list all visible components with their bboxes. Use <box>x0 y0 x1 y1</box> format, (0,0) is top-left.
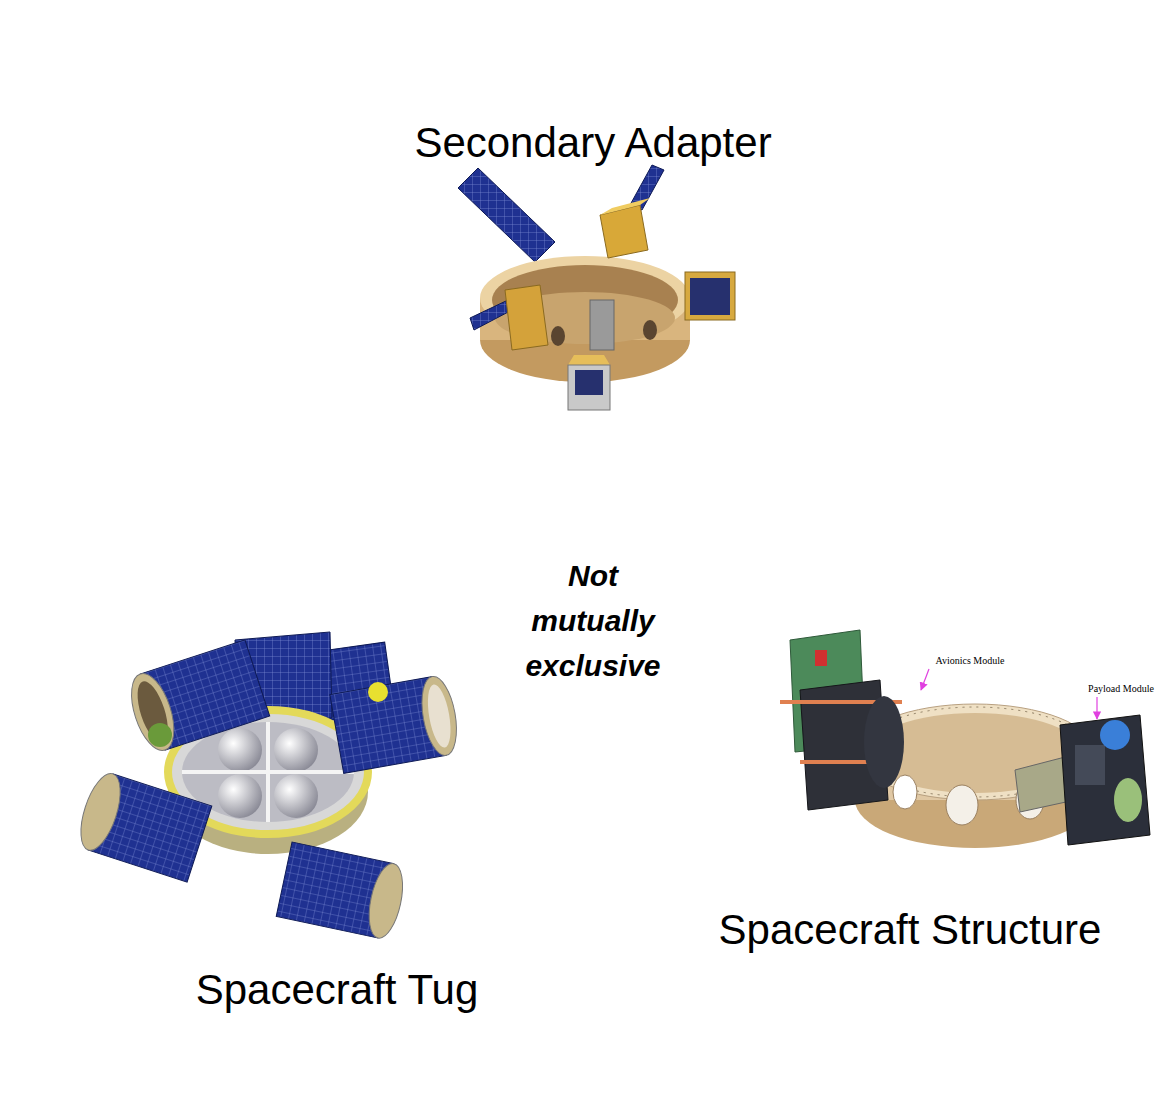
module-cap <box>73 769 128 855</box>
tank-sphere <box>274 728 318 772</box>
propulsion-module <box>123 640 269 756</box>
cubesat <box>568 365 610 410</box>
secondary-adapter-figure <box>458 165 735 410</box>
propulsion-module <box>73 769 212 882</box>
label-holder: Avionics Module <box>925 655 1015 667</box>
label-holder: Not mutually exclusive <box>508 553 678 688</box>
circle-outline <box>520 428 1163 1098</box>
tank-sphere <box>218 774 262 818</box>
venn-circle: Spacecraft Tug <box>13 426 687 1099</box>
avionics-ring <box>864 696 904 788</box>
label-holder: Payload Module <box>1081 683 1161 695</box>
circle-title: Spacecraft Tug <box>196 966 479 1014</box>
leader-line <box>921 669 929 690</box>
solar-panel <box>458 168 555 262</box>
tank-sphere <box>274 774 318 818</box>
spacecraft-tug-figure <box>73 632 462 941</box>
component-disc <box>148 723 172 747</box>
cubesat-face <box>690 278 730 315</box>
avionics-part <box>815 650 827 666</box>
payload-sphere <box>1100 720 1130 750</box>
cubesat <box>685 272 735 320</box>
module-opening <box>131 678 174 746</box>
circle-shape <box>15 428 686 1099</box>
cubesat-face <box>575 370 603 395</box>
dispenser-box <box>590 300 614 350</box>
cubesat-top <box>568 355 610 365</box>
venn-circle: Spacecraft Structure <box>520 428 1163 1098</box>
circle-shape <box>522 430 1163 1097</box>
overlap-note: Not mutually exclusive <box>508 553 678 688</box>
solar-panel <box>470 300 512 330</box>
ring-hole <box>643 320 657 340</box>
module-cap <box>417 674 462 758</box>
ring-hole <box>551 326 565 346</box>
spacecraft-structure-figure <box>780 630 1150 848</box>
payload-box <box>1060 715 1150 845</box>
cubesat <box>505 285 548 350</box>
cubesat-top <box>600 198 650 215</box>
circle-title: Spacecraft Structure <box>719 906 1102 954</box>
part-label: Payload Module <box>1081 683 1161 695</box>
module-opening <box>424 683 455 750</box>
payload-panel <box>1075 745 1105 785</box>
propulsion-module <box>276 842 408 941</box>
payload-part <box>1114 778 1142 822</box>
ring-cutout <box>946 785 978 825</box>
leader-line <box>1096 697 1097 719</box>
part-label: Avionics Module <box>925 655 1015 667</box>
module-cap <box>123 668 182 755</box>
ring-cutout <box>893 775 917 809</box>
component-disc <box>368 682 388 702</box>
circle-title: Secondary Adapter <box>414 119 771 167</box>
propulsion-module <box>330 674 462 774</box>
tank-sphere <box>218 728 262 772</box>
module-cap <box>363 861 408 942</box>
